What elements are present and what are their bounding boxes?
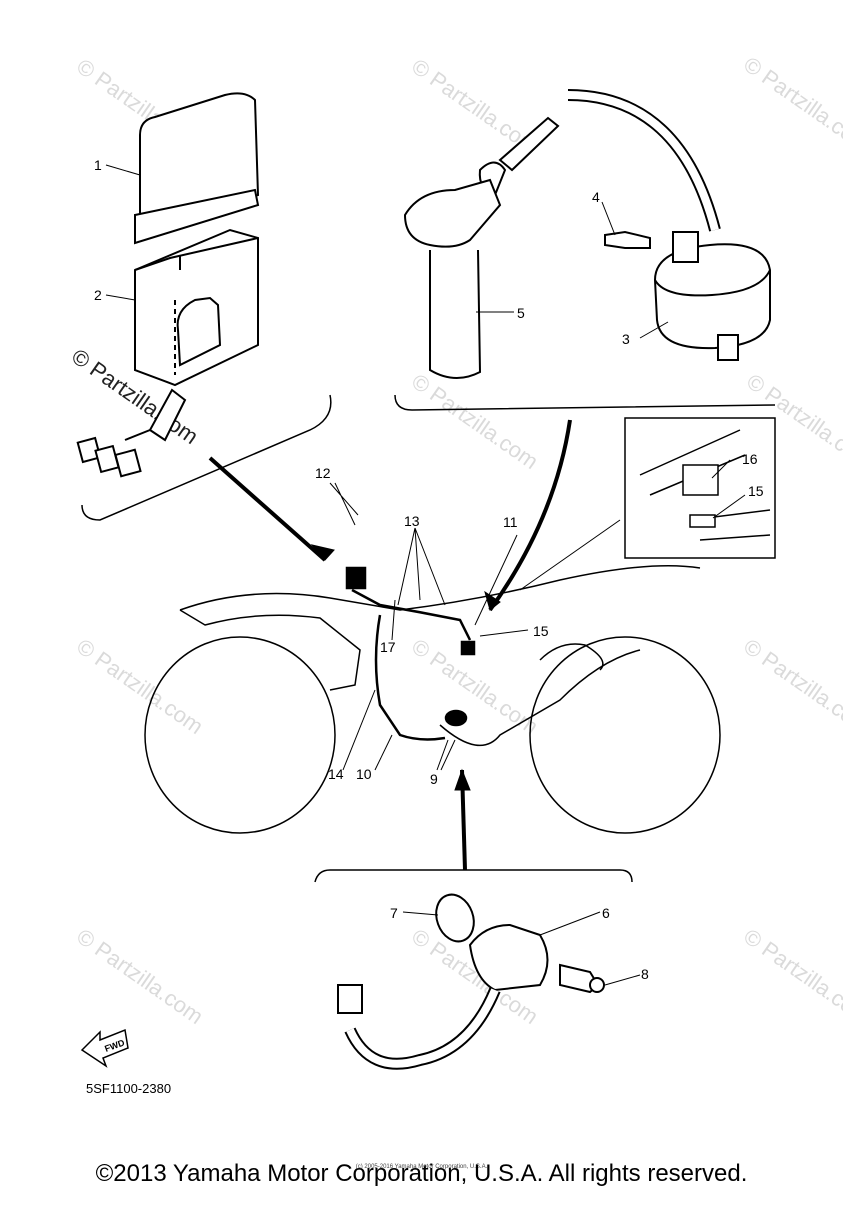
diagram-code: 5SF1100-2380 xyxy=(86,1081,172,1096)
motorcycle-outline xyxy=(144,565,721,834)
part-label-4: 4 xyxy=(592,189,600,205)
fwd-arrow: FWD xyxy=(80,1028,129,1068)
part-label-2: 2 xyxy=(94,287,102,303)
part-label-17: 17 xyxy=(380,639,396,655)
part-label-15: 15 xyxy=(533,623,549,639)
watermark: © Partzilla.com xyxy=(739,924,843,1030)
part-label-8: 8 xyxy=(641,966,649,982)
part-label-9: 9 xyxy=(430,771,438,787)
part-label-12: 12 xyxy=(315,465,331,481)
copyright-notice: ©2013 Yamaha Motor Corporation, U.S.A. A… xyxy=(95,1160,748,1187)
sensor-drawing xyxy=(337,893,605,1070)
watermark: © Partzilla.com xyxy=(739,634,843,740)
separator-bottom xyxy=(314,869,633,883)
part-label-10: 10 xyxy=(356,766,372,782)
pointer-arrows xyxy=(208,419,572,871)
ignition-coil-drawing xyxy=(403,89,771,379)
part-label-11: 11 xyxy=(503,514,518,530)
part-label-6: 6 xyxy=(602,905,610,921)
part-label-5: 5 xyxy=(517,305,525,321)
part-label-3: 3 xyxy=(622,331,630,347)
separator-top-right xyxy=(394,394,776,411)
part-label-15-inset: 15 xyxy=(748,483,764,499)
watermark: © Partzilla.com xyxy=(739,52,843,158)
part-label-16: 16 xyxy=(742,451,758,467)
wire-harness xyxy=(345,566,476,741)
leader-lines xyxy=(105,164,746,986)
cdi-unit-drawing xyxy=(76,92,260,478)
watermark: © Partzilla.com xyxy=(72,924,208,1030)
separator-left xyxy=(81,394,332,521)
small-copyright: (c) 2005-2016 Yamaha Motor Corporation, … xyxy=(355,1164,488,1170)
part-label-1: 1 xyxy=(94,157,102,173)
watermark: © Partzilla.com xyxy=(72,634,208,740)
inset-box xyxy=(624,417,776,559)
part-label-13: 13 xyxy=(404,513,420,529)
part-label-14: 14 xyxy=(328,766,344,782)
part-labels: 1 2 3 4 5 6 7 8 9 10 11 12 13 14 15 16 1… xyxy=(94,157,764,982)
watermark: © Partzilla.com xyxy=(407,369,543,475)
part-label-7: 7 xyxy=(390,905,398,921)
